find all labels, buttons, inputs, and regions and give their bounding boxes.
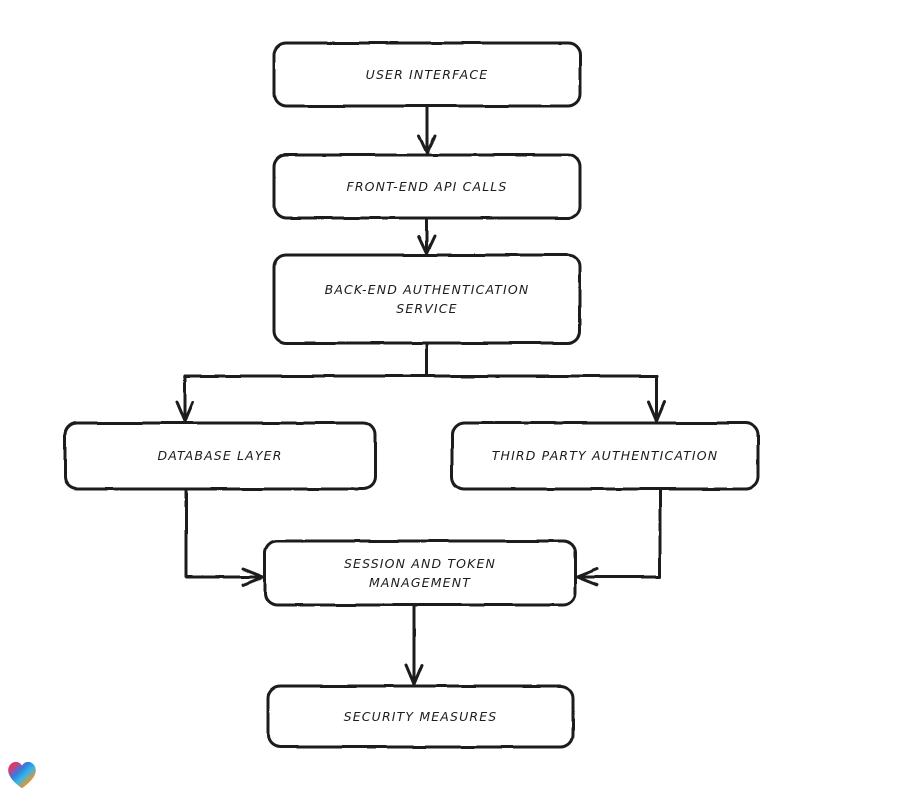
edge-backend-to-database bbox=[175, 374, 195, 423]
node-user-interface[interactable] bbox=[272, 41, 582, 108]
edge-backend-split-bus bbox=[183, 341, 659, 378]
edge-database-to-session bbox=[184, 487, 265, 587]
node-third-party-authentication[interactable] bbox=[450, 421, 760, 491]
node-back-end-authentication-service[interactable] bbox=[272, 253, 582, 345]
node-front-end-api-calls[interactable] bbox=[272, 153, 582, 220]
node-session-and-token-management[interactable] bbox=[263, 539, 577, 607]
edge-thirdparty-to-session bbox=[575, 487, 662, 587]
heart-logo-icon bbox=[8, 761, 36, 789]
edge-api-to-backend bbox=[417, 216, 437, 255]
node-security-measures[interactable] bbox=[266, 684, 575, 749]
edge-backend-to-thirdparty bbox=[647, 374, 667, 423]
node-database-layer[interactable] bbox=[63, 421, 377, 491]
edge-session-to-security bbox=[404, 603, 424, 686]
edge-ui-to-api bbox=[417, 104, 437, 155]
